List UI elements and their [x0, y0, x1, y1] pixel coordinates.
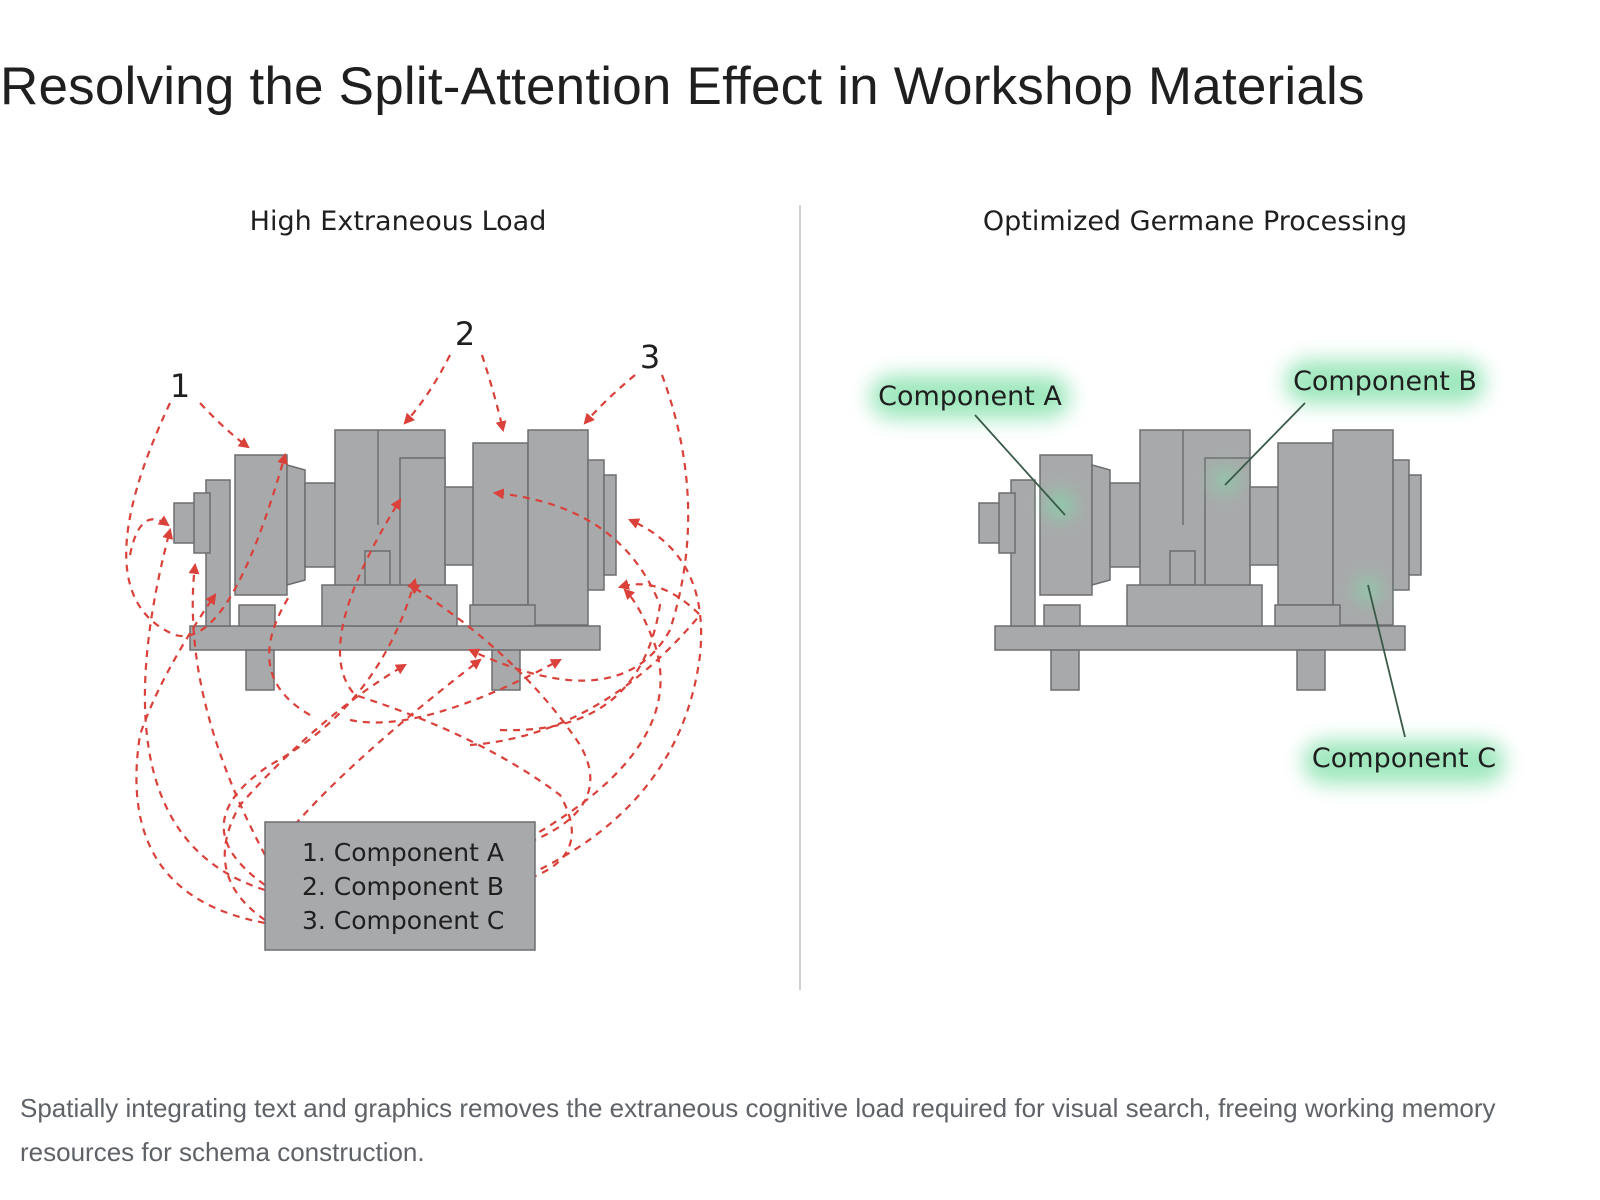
figure-caption: Spatially integrating text and graphics …	[20, 1093, 1496, 1167]
label-component-c: Component C	[1312, 743, 1496, 774]
machine-illustration-left	[173, 429, 617, 691]
label-glows	[870, 360, 1505, 784]
split-attention-arrows	[125, 354, 703, 925]
legend-item-b: 2. Component B	[302, 872, 504, 901]
callout-number-1: 1	[170, 367, 190, 405]
page-title: Resolving the Split-Attention Effect in …	[0, 57, 1365, 116]
label-component-b: Component B	[1293, 366, 1477, 397]
legend-item-c: 3. Component C	[302, 906, 504, 935]
split-attention-figure: High Extraneous Load 1 2 3 1. Component …	[125, 205, 1505, 990]
leader-lines	[974, 402, 1406, 738]
label-component-a: Component A	[878, 381, 1062, 412]
callout-number-3: 3	[640, 338, 660, 376]
right-panel-heading: Optimized Germane Processing	[983, 206, 1407, 237]
left-panel-heading: High Extraneous Load	[250, 206, 547, 237]
machine-illustration-right	[978, 429, 1422, 691]
legend-item-a: 1. Component A	[302, 838, 504, 867]
legend-box	[264, 821, 536, 951]
callout-number-2: 2	[455, 315, 475, 353]
